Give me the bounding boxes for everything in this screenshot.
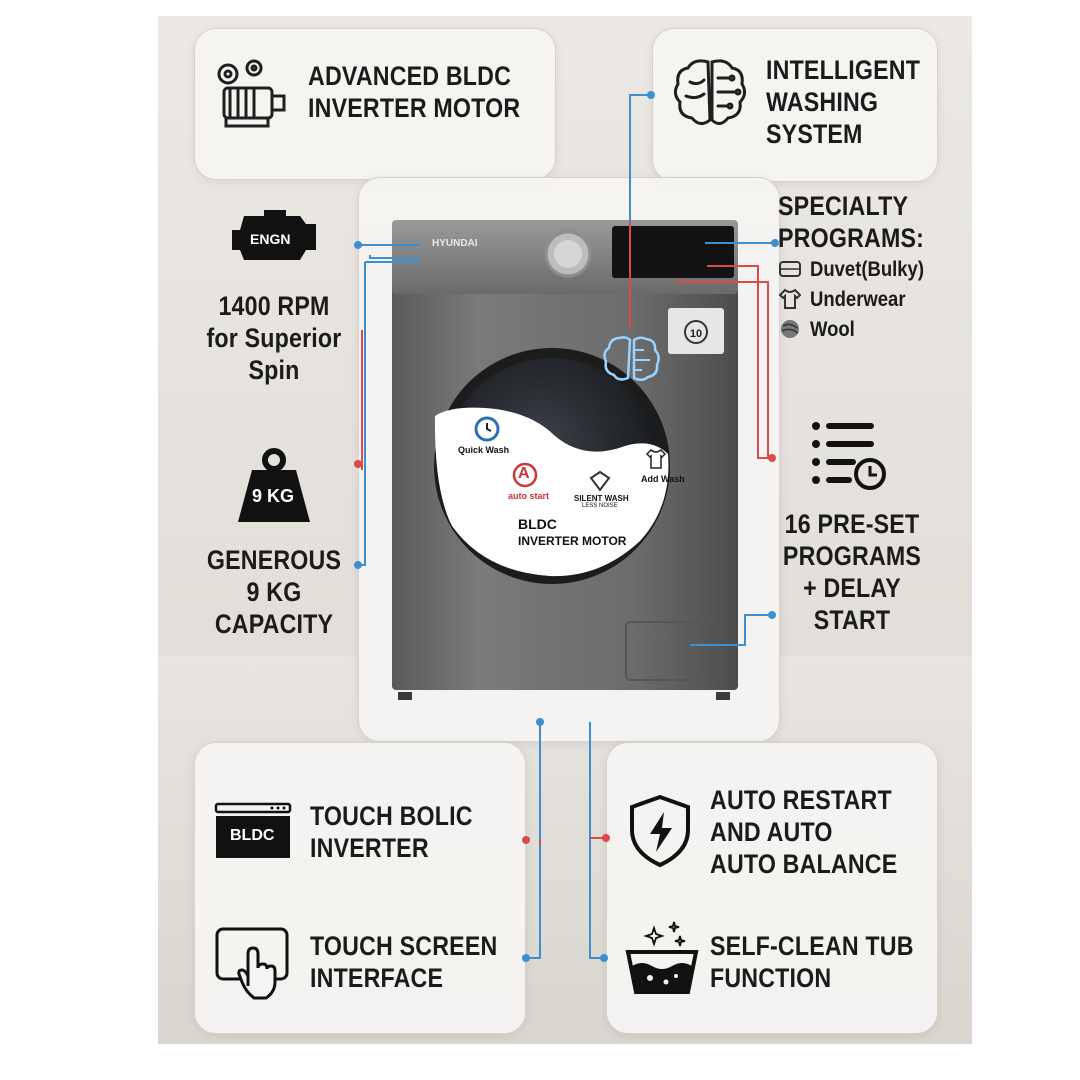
self-clean-line2: FUNCTION: [710, 963, 832, 993]
intelligent-title-line1: INTELLIGENT: [766, 55, 921, 85]
hand-touch-icon: [215, 927, 289, 1000]
sticker-bldc: BLDC: [518, 516, 557, 532]
silent-wash-icon: [589, 470, 611, 492]
sticker-auto-start: auto start: [508, 491, 550, 501]
motor-title-line1: ADVANCED BLDC: [308, 61, 512, 91]
list-clock-icon: [812, 422, 886, 490]
washer-brand: HYUNDAI: [432, 238, 478, 249]
add-wash-shirt-icon: [645, 448, 667, 469]
motor-title-line2: INVERTER MOTOR: [308, 93, 521, 123]
intelligent-title-line3: SYSTEM: [766, 119, 863, 149]
touch-screen-line1: TOUCH SCREEN: [310, 931, 498, 961]
bldc-board-icon: [214, 802, 292, 858]
quick-wash-clock-icon: [474, 416, 500, 442]
brain-circuit-icon: [673, 59, 747, 125]
sticker-silent-line1: SILENT WASH: [574, 494, 629, 503]
wool-icon: [781, 320, 799, 338]
preset-line1: 16 PRE-SET: [784, 509, 920, 539]
capacity-line2: 9 KG: [246, 577, 302, 607]
bldc-badge: BLDC: [230, 827, 275, 844]
capacity-line3: CAPACITY: [214, 609, 334, 639]
glowing-brain-icon: [603, 336, 660, 381]
specialty-title-line2: PROGRAMS:: [778, 223, 925, 253]
panel-intelligent: [652, 28, 938, 182]
preset-line2: PROGRAMS: [782, 541, 922, 571]
auto-restart-line3: AUTO BALANCE: [710, 849, 898, 879]
preset-line3: + DELAY: [803, 573, 901, 603]
duvet-icon: [779, 261, 801, 277]
weight-icon: [238, 448, 310, 522]
rpm-line2: for Superior: [206, 323, 342, 353]
energy-label-number: 10: [690, 328, 702, 340]
specialty-item-underwear: Underwear: [810, 288, 906, 311]
sticker-add-wash: Add Wash: [641, 474, 685, 484]
tub-sparkle-icon: [625, 921, 699, 994]
engine-icon: [232, 210, 316, 260]
sticker-quick-wash: Quick Wash: [458, 445, 510, 455]
specialty-title-line1: SPECIALTY: [778, 191, 909, 221]
specialty-item-duvet: Duvet(Bulky): [810, 258, 924, 281]
touch-bldc-line2: INVERTER: [310, 833, 429, 863]
touch-screen-line2: INTERFACE: [310, 963, 444, 993]
sticker-inverter-motor: INVERTER MOTOR: [518, 534, 627, 548]
auto-restart-line2: AND AUTO: [710, 817, 833, 847]
auto-restart-line1: AUTO RESTART: [710, 785, 892, 815]
underwear-icon: [778, 288, 802, 309]
specialty-item-wool: Wool: [810, 318, 855, 341]
intelligent-title-line2: WASHING: [766, 87, 879, 117]
motor-gears-icon: [217, 59, 286, 128]
shield-bolt-icon: [630, 794, 690, 868]
rpm-line3: Spin: [248, 355, 300, 385]
engine-badge: ENGN: [250, 231, 291, 247]
preset-line4: START: [813, 605, 891, 635]
washing-machine: 10: [392, 220, 738, 700]
auto-start-letter: A: [518, 465, 530, 482]
touch-bldc-line1: TOUCH BOLIC: [310, 801, 473, 831]
weight-badge: 9 KG: [252, 486, 295, 506]
rpm-line1: 1400 RPM: [218, 291, 330, 321]
auto-start-icon: [512, 462, 538, 488]
sticker-silent-line2: LESS NOISE: [582, 503, 618, 509]
capacity-line1: GENEROUS: [206, 545, 342, 575]
self-clean-line1: SELF-CLEAN TUB: [710, 931, 914, 961]
